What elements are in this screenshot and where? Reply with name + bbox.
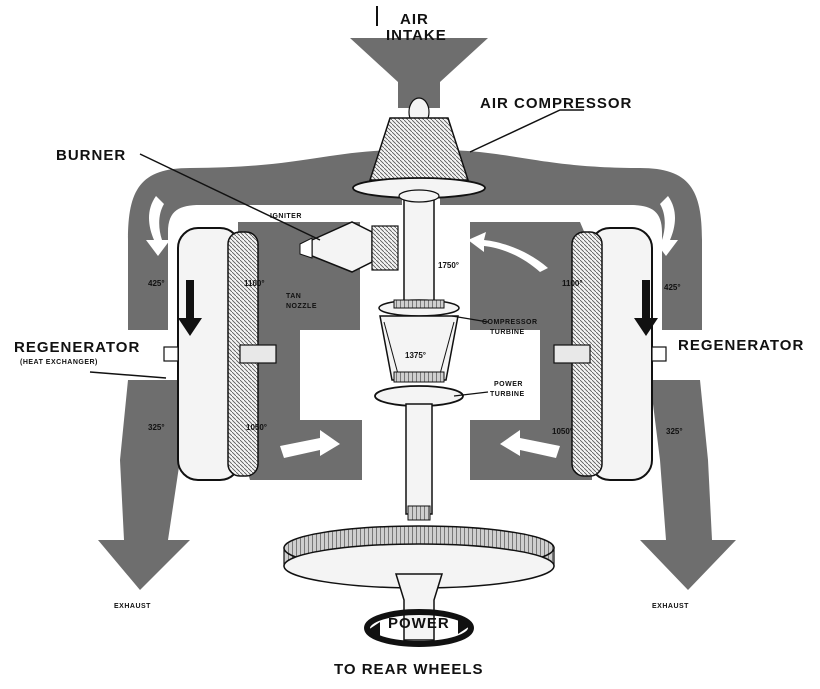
compressor-turbine-label-2: TURBINE xyxy=(490,329,525,336)
air-compressor xyxy=(353,98,485,198)
igniter-label: IGNITER xyxy=(270,213,302,220)
power-label: POWER xyxy=(388,615,450,632)
regenerator-leader-line xyxy=(90,372,166,378)
temp-left-upper-inner: 1100° xyxy=(244,279,265,288)
right-exhaust-duct xyxy=(640,380,736,590)
shaft-top-cap xyxy=(399,190,439,202)
temp-left-lower-inner: 1050° xyxy=(246,423,267,432)
temp-left-upper-outer: 425° xyxy=(148,279,165,288)
power-turbine xyxy=(375,372,463,520)
nozzle-label-2: NOZZLE xyxy=(286,303,317,310)
burner-label: BURNER xyxy=(56,147,126,164)
temp-right-upper-inner-a: 1750° xyxy=(438,261,459,270)
nozzle-label-1: TAN xyxy=(286,293,301,300)
regenerator-right-label: REGENERATOR xyxy=(678,337,804,354)
temp-center: 1375° xyxy=(405,351,426,360)
air-compressor-label: AIR COMPRESSOR xyxy=(480,95,632,112)
compressor-turbine-label-1: COMPRESSOR xyxy=(482,319,538,326)
compressor-leader-line xyxy=(470,110,584,152)
heat-exchanger-label: (HEAT EXCHANGER) xyxy=(20,359,98,366)
to-rear-wheels-label: TO REAR WHEELS xyxy=(334,661,484,678)
temp-right-upper-outer: 425° xyxy=(664,283,681,292)
power-turbine-label-1: POWER xyxy=(494,381,523,388)
temp-right-lower-inner: 1050° xyxy=(552,427,573,436)
central-shaft xyxy=(404,196,434,306)
temp-right-lower-outer: 325° xyxy=(666,427,683,436)
exhaust-right-label: EXHAUST xyxy=(652,603,689,610)
air-intake-label-2: INTAKE xyxy=(386,27,447,44)
temp-left-lower-outer: 325° xyxy=(148,423,165,432)
regenerator-left-label: REGENERATOR xyxy=(14,339,140,356)
exhaust-left-label: EXHAUST xyxy=(114,603,151,610)
power-turbine-label-2: TURBINE xyxy=(490,391,525,398)
air-intake-label-1: AIR xyxy=(400,11,429,28)
temp-right-upper-inner-b: 1100° xyxy=(562,279,583,288)
compressor-turbine xyxy=(379,300,459,380)
left-exhaust-duct xyxy=(98,380,190,590)
